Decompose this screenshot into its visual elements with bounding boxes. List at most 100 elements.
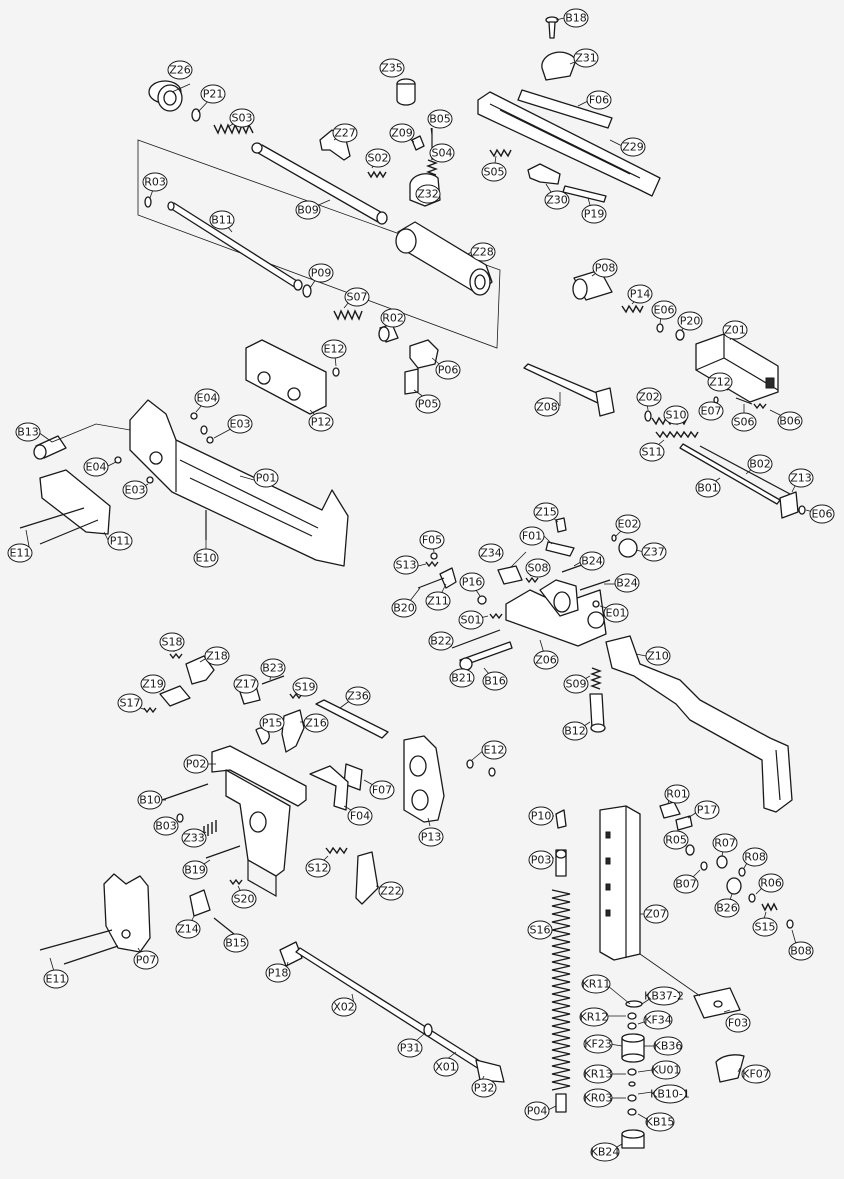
callout-p04: P04 — [524, 1101, 550, 1121]
callout-z26: Z26 — [167, 60, 193, 80]
callout-b26: B26 — [714, 898, 740, 918]
callout-f04: F04 — [347, 806, 373, 826]
part-e12c — [488, 767, 496, 777]
callout-b22: B22 — [428, 631, 454, 651]
callout-z31: Z31 — [573, 48, 599, 68]
svg-text:P01: P01 — [256, 472, 277, 485]
part-z16 — [281, 709, 305, 753]
svg-text:Z10: Z10 — [647, 650, 669, 663]
callout-p14: P14 — [627, 284, 653, 304]
svg-text:E11: E11 — [10, 547, 31, 560]
svg-text:Z02: Z02 — [638, 391, 660, 404]
part-p05 — [404, 368, 419, 395]
callout-b12: B12 — [562, 721, 588, 741]
callout-e04-lower: E04 — [83, 457, 109, 477]
callout-x01: X01 — [433, 1057, 459, 1077]
part-z31 — [541, 51, 577, 81]
svg-text:X02: X02 — [333, 1001, 355, 1014]
part-b10 — [161, 783, 209, 801]
svg-text:Z22: Z22 — [380, 885, 402, 898]
part-s05 — [489, 148, 512, 158]
svg-text:Z06: Z06 — [535, 654, 557, 667]
part-z02 — [644, 410, 652, 422]
svg-text:B20: B20 — [393, 602, 415, 615]
part-z10 — [605, 635, 793, 813]
part-s12 — [325, 846, 348, 855]
part-b13 — [33, 435, 67, 460]
svg-text:KB15: KB15 — [646, 1116, 675, 1129]
callout-e02: E02 — [615, 514, 641, 534]
part-b22 — [451, 629, 501, 649]
part-s04 — [426, 159, 438, 176]
svg-text:KF07: KF07 — [742, 1068, 770, 1081]
callout-e06-upper: E06 — [651, 300, 677, 320]
svg-text:F07: F07 — [372, 784, 392, 797]
callout-kb36: KB36 — [653, 1036, 683, 1056]
part-kf07 — [715, 1054, 745, 1083]
callout-p05: P05 — [415, 394, 441, 414]
part-z26 — [148, 80, 183, 112]
svg-text:B12: B12 — [564, 725, 586, 738]
svg-text:KR13: KR13 — [584, 1068, 613, 1081]
svg-text:F01: F01 — [522, 530, 542, 543]
svg-text:KR12: KR12 — [580, 1011, 609, 1024]
part-p20 — [675, 329, 685, 341]
part-z11 — [439, 567, 457, 589]
callout-z18: Z18 — [204, 646, 230, 666]
svg-text:E01: E01 — [606, 607, 627, 620]
svg-text:P07: P07 — [136, 954, 157, 967]
callout-b23: B23 — [260, 658, 286, 678]
callout-z32: Z32 — [415, 184, 441, 204]
svg-text:KF23: KF23 — [584, 1038, 612, 1051]
svg-text:KF34: KF34 — [644, 1014, 672, 1027]
svg-text:B09: B09 — [297, 204, 319, 217]
svg-text:P08: P08 — [595, 262, 616, 275]
svg-text:B08: B08 — [790, 945, 812, 958]
part-p01 — [129, 399, 349, 567]
part-p08 — [572, 269, 613, 301]
part-b07 — [700, 861, 708, 871]
callout-b15: B15 — [223, 933, 249, 953]
parts — [19, 16, 806, 1149]
svg-text:S07: S07 — [347, 291, 368, 304]
callout-p13: P13 — [418, 827, 444, 847]
callout-b03: B03 — [153, 816, 179, 836]
svg-text:Z19: Z19 — [142, 678, 164, 691]
callout-z30: Z30 — [544, 190, 570, 210]
callout-b24-lower: B24 — [614, 573, 640, 593]
callout-z27: Z27 — [332, 123, 358, 143]
callout-b18: B18 — [563, 8, 589, 28]
svg-text:R08: R08 — [744, 851, 766, 864]
callout-r06: R06 — [758, 873, 784, 893]
part-s16 — [551, 809, 571, 1113]
svg-text:Z34: Z34 — [480, 547, 502, 560]
part-z30 — [527, 163, 561, 185]
part-z35 — [396, 78, 416, 106]
svg-text:Z28: Z28 — [472, 246, 494, 259]
part-p06 — [409, 339, 439, 369]
callout-f03: F03 — [725, 1013, 751, 1033]
svg-text:X01: X01 — [435, 1061, 457, 1074]
callout-b07: B07 — [673, 874, 699, 894]
part-f03 — [693, 987, 741, 1019]
svg-text:Z01: Z01 — [724, 324, 746, 337]
callout-p15: P15 — [259, 713, 285, 733]
svg-text:E04: E04 — [197, 392, 218, 405]
part-x02 — [279, 941, 505, 1083]
svg-text:Z12: Z12 — [709, 376, 731, 389]
callout-z06: Z06 — [533, 650, 559, 670]
svg-text:Z27: Z27 — [334, 127, 356, 140]
svg-text:B22: B22 — [430, 635, 452, 648]
callout-z33: Z33 — [181, 828, 207, 848]
part-p16 — [477, 595, 487, 605]
part-z14 — [189, 889, 211, 917]
part-e11c — [39, 929, 113, 951]
callout-kr12: KR12 — [579, 1007, 609, 1027]
part-r03 — [144, 196, 152, 208]
callout-b06: B06 — [777, 411, 803, 431]
callout-kf23: KF23 — [583, 1034, 613, 1054]
svg-text:S10: S10 — [666, 409, 687, 422]
svg-text:E11: E11 — [46, 973, 67, 986]
callout-z29: Z29 — [620, 137, 646, 157]
